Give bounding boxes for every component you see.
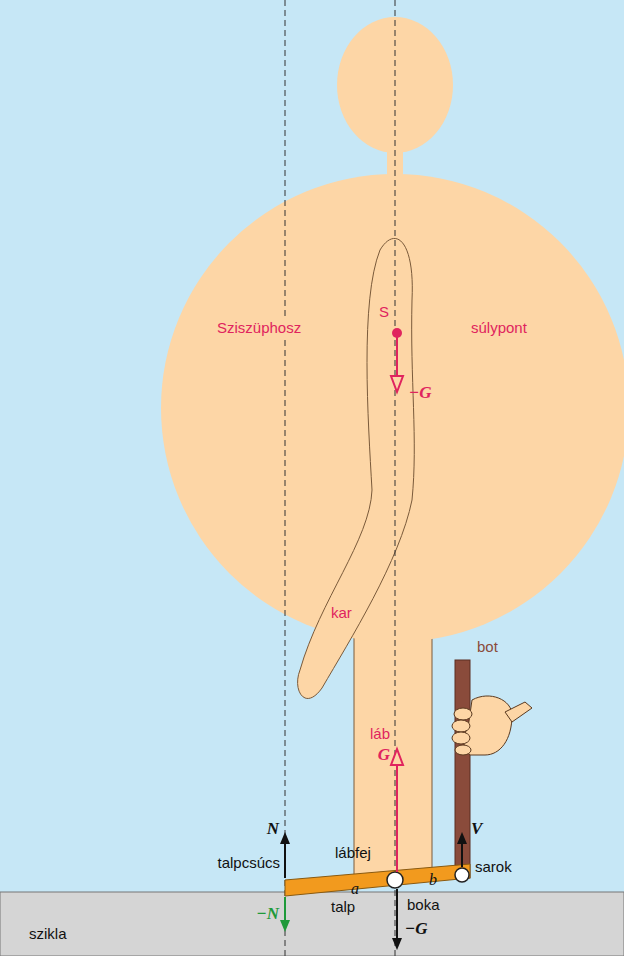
arrow-head [280,832,290,844]
region-name: szikla [28,925,68,943]
part-name: súlypont [470,319,528,337]
force-arrow [284,897,286,922]
part-name: sarok [474,858,513,876]
part-name: bot [476,638,499,656]
part-name: láb [369,725,391,743]
force-name: −G [404,920,429,938]
figure-name: Sziszüphosz [216,319,302,337]
part-name: talp [330,898,356,916]
force-name: −G [408,384,433,402]
action-line [395,0,396,956]
rock [0,892,624,956]
force-arrow [284,842,286,878]
force-name: G [377,746,391,764]
ankle-joint [387,872,403,888]
arrow-head [457,832,467,844]
arrow-head [392,938,402,950]
body [161,17,624,880]
force-arrow [396,765,398,872]
force-arrow [461,842,463,867]
arm [298,238,415,698]
arrow-head [391,376,403,392]
force-arrow [396,336,398,376]
force-arrow [396,889,398,940]
force-name: −N [255,905,280,923]
heel-joint [455,868,469,882]
part-name: kar [330,604,353,622]
arrow-head [391,749,403,765]
part-name: lábfej [334,844,372,862]
hand [452,696,532,755]
foot [285,864,470,896]
dimension-label: a [350,880,360,898]
force-name: N [266,820,280,838]
part-name: boka [406,896,441,914]
action-line [285,0,286,956]
point-name: S [378,303,390,321]
stick [455,660,470,878]
arrow-head [280,920,290,932]
dimension-label: b [428,871,438,889]
force-name: V [470,820,483,838]
part-name: talpcsúcs [216,854,281,872]
